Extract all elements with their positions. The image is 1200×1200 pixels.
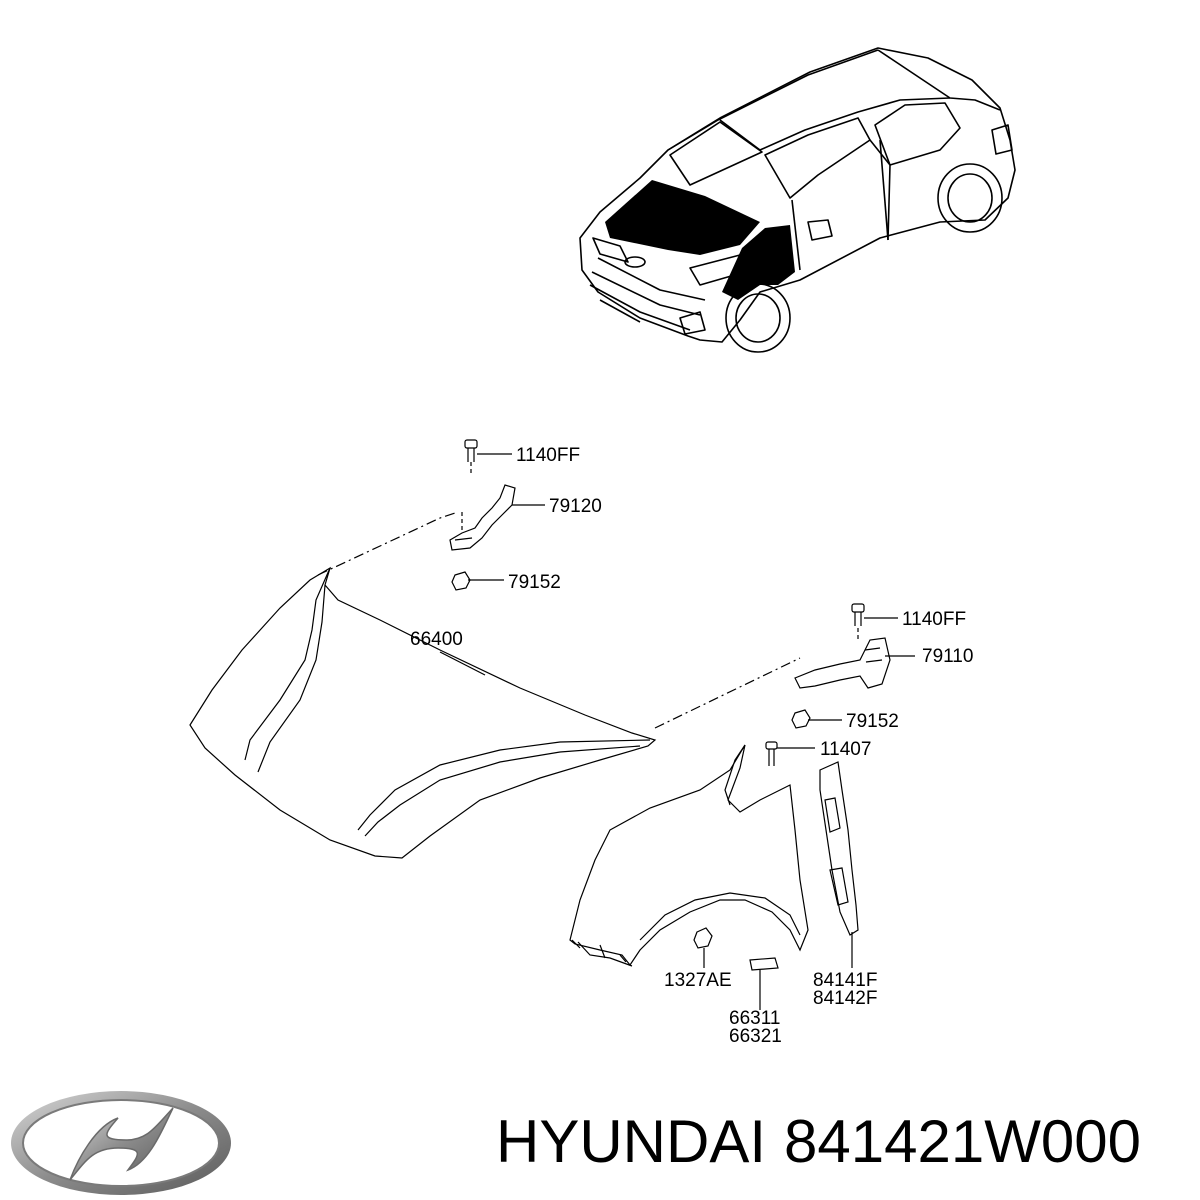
fender-guard-part [819,761,859,968]
car-illustration [579,47,1016,353]
car-fender-highlight [722,225,795,300]
label-bolt-top: 1140FF [516,445,580,466]
label-nut-right: 79152 [846,711,899,732]
label-bolt-right: 1140FF [902,609,966,630]
label-guard-b: 84142F [813,988,877,1009]
label-clip: 1327AE [664,970,732,991]
car-hood-highlight [605,180,760,255]
label-bracket-a: 66311 [729,1008,780,1029]
brand-part-number: HYUNDAI 841421W000 [496,1104,1159,1180]
label-hood: 66400 [410,629,463,650]
label-hinge-left: 79120 [549,496,602,517]
left-hinge-group [439,439,545,676]
part-number: 841421W000 [784,1108,1141,1175]
fender-part [569,744,809,967]
label-bracket-b: 66321 [729,1026,782,1047]
label-screw: 11407 [820,739,871,760]
label-nut-left: 79152 [508,572,561,593]
clip-bracket-group [693,927,779,1010]
hood-part [189,511,801,859]
right-hinge-group [765,603,915,766]
hyundai-logo [11,1091,231,1195]
label-hinge-right: 79110 [922,646,973,667]
label-guard-a: 84141F [813,970,877,991]
brand-name: HYUNDAI [496,1108,767,1175]
